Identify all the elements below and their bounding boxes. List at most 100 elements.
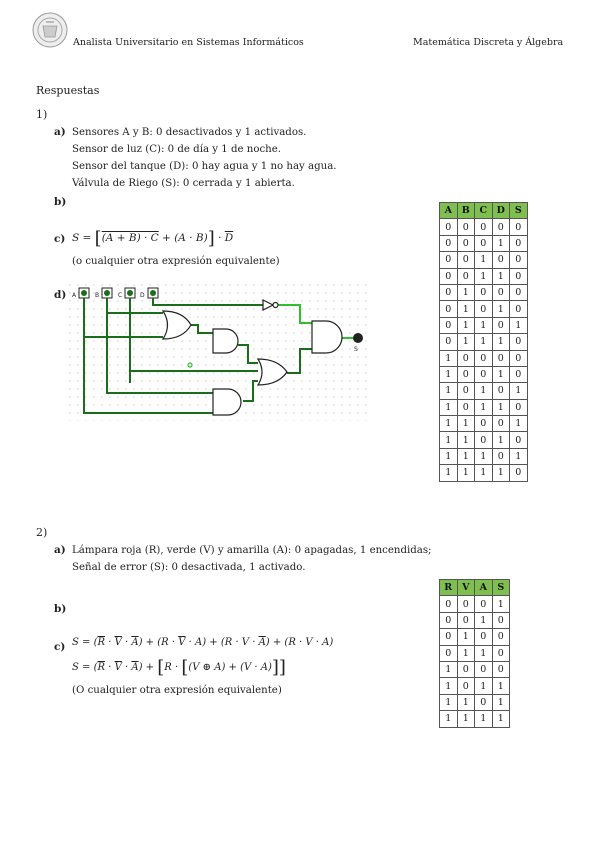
table-cell: 1 [456,628,475,646]
header-left: Analista Universitario en Sistemas Infor… [73,37,304,48]
table-cell: 1 [474,611,493,630]
column-header: S [491,578,510,597]
table-cell: 0 [509,234,528,253]
table-cell: 0 [456,398,475,417]
q1-a-line-4: Válvula de Riego (S): 0 cerrada y 1 abie… [72,178,295,189]
table-cell: 1 [474,644,493,662]
table-cell: 0 [509,300,528,318]
table-cell: 0 [491,283,510,302]
table-cell: 1 [491,710,510,728]
table-cell: 0 [491,447,510,466]
circuit-output-label: S [354,346,358,353]
table-cell: 1 [491,398,510,417]
column-header: A [439,201,458,220]
table-cell: 1 [491,234,510,253]
column-header: R [439,578,458,597]
table-cell: 0 [491,349,510,367]
q1-a-line-2: Sensor de luz (C): 0 de día y 1 de noche… [72,144,281,155]
q1-a-line-3: Sensor del tanque (D): 0 hay agua y 1 no… [72,161,337,172]
table-cell: 1 [474,333,493,351]
table-cell: 0 [491,415,510,433]
table-cell: 1 [456,464,475,482]
table-cell: 0 [474,595,493,613]
q1-c-note: (o cualquier otra expresión equivalente) [72,256,280,267]
table-cell: 1 [474,464,493,482]
q1-d-label: d) [54,289,67,301]
table-cell: 0 [456,660,475,679]
table-cell: 0 [491,382,510,400]
q2-c-formula-1: S = (R · V · A) + (R · V · A) + (R · V ·… [72,637,334,648]
table-cell: 0 [491,628,510,646]
table-cell: 1 [509,382,528,400]
table-cell: 1 [474,316,493,335]
q2-c-note: (O cualquier otra expresión equivalente) [72,685,282,696]
table-cell: 1 [491,300,510,318]
table-cell: 0 [474,415,493,433]
table-cell: 1 [439,398,458,417]
table-cell: 0 [439,234,458,253]
table-cell: 0 [509,267,528,285]
q2-c-formula-2: S = (R · V · A) + [R · [(V ⊕ A) + (V · A… [72,657,286,678]
table-cell: 1 [456,710,475,728]
column-header: B [456,201,475,220]
table-cell: 0 [456,595,475,613]
table-cell: 0 [439,595,458,613]
table-cell: 0 [456,365,475,384]
column-header: D [491,201,510,220]
table-cell: 1 [474,710,493,728]
column-header: C [474,201,493,220]
column-header: V [456,578,475,597]
q1-number: 1) [36,108,48,121]
table-cell: 1 [439,677,458,695]
table-cell: 1 [491,267,510,285]
table-cell: 1 [491,677,510,695]
q2-a-line-1: Lámpara roja (R), verde (V) y amarilla (… [72,545,432,556]
table-cell: 0 [456,611,475,630]
table-cell: 1 [491,365,510,384]
table-cell: 1 [456,431,475,449]
table-cell: 0 [509,349,528,367]
table-cell: 1 [491,333,510,351]
table-cell: 0 [491,644,510,662]
table-cell: 1 [456,447,475,466]
q1-a-line-1: Sensores A y B: 0 desactivados y 1 activ… [72,127,307,138]
q1-a-label: a) [54,126,66,138]
table-cell: 1 [509,447,528,466]
table-cell: 1 [439,431,458,449]
table-cell: 0 [456,677,475,695]
table-cell: 0 [509,464,528,482]
table-cell: 1 [456,693,475,712]
table-cell: 1 [456,333,475,351]
table-cell: 1 [491,595,510,613]
table-cell: 0 [509,365,528,384]
table-cell: 1 [491,464,510,482]
q2-number: 2) [36,526,48,539]
table-cell: 0 [456,349,475,367]
table-cell: 0 [474,300,493,318]
circuit-input-a-label: A [72,292,77,299]
table-cell: 1 [474,251,493,269]
table-cell: 1 [439,415,458,433]
table-cell: 0 [474,218,493,236]
table-cell: 0 [509,218,528,236]
table-cell: 0 [456,218,475,236]
table-cell: 0 [491,218,510,236]
q2-a-label: a) [54,544,66,556]
table-cell: 1 [456,316,475,335]
table-cell: 0 [456,251,475,269]
